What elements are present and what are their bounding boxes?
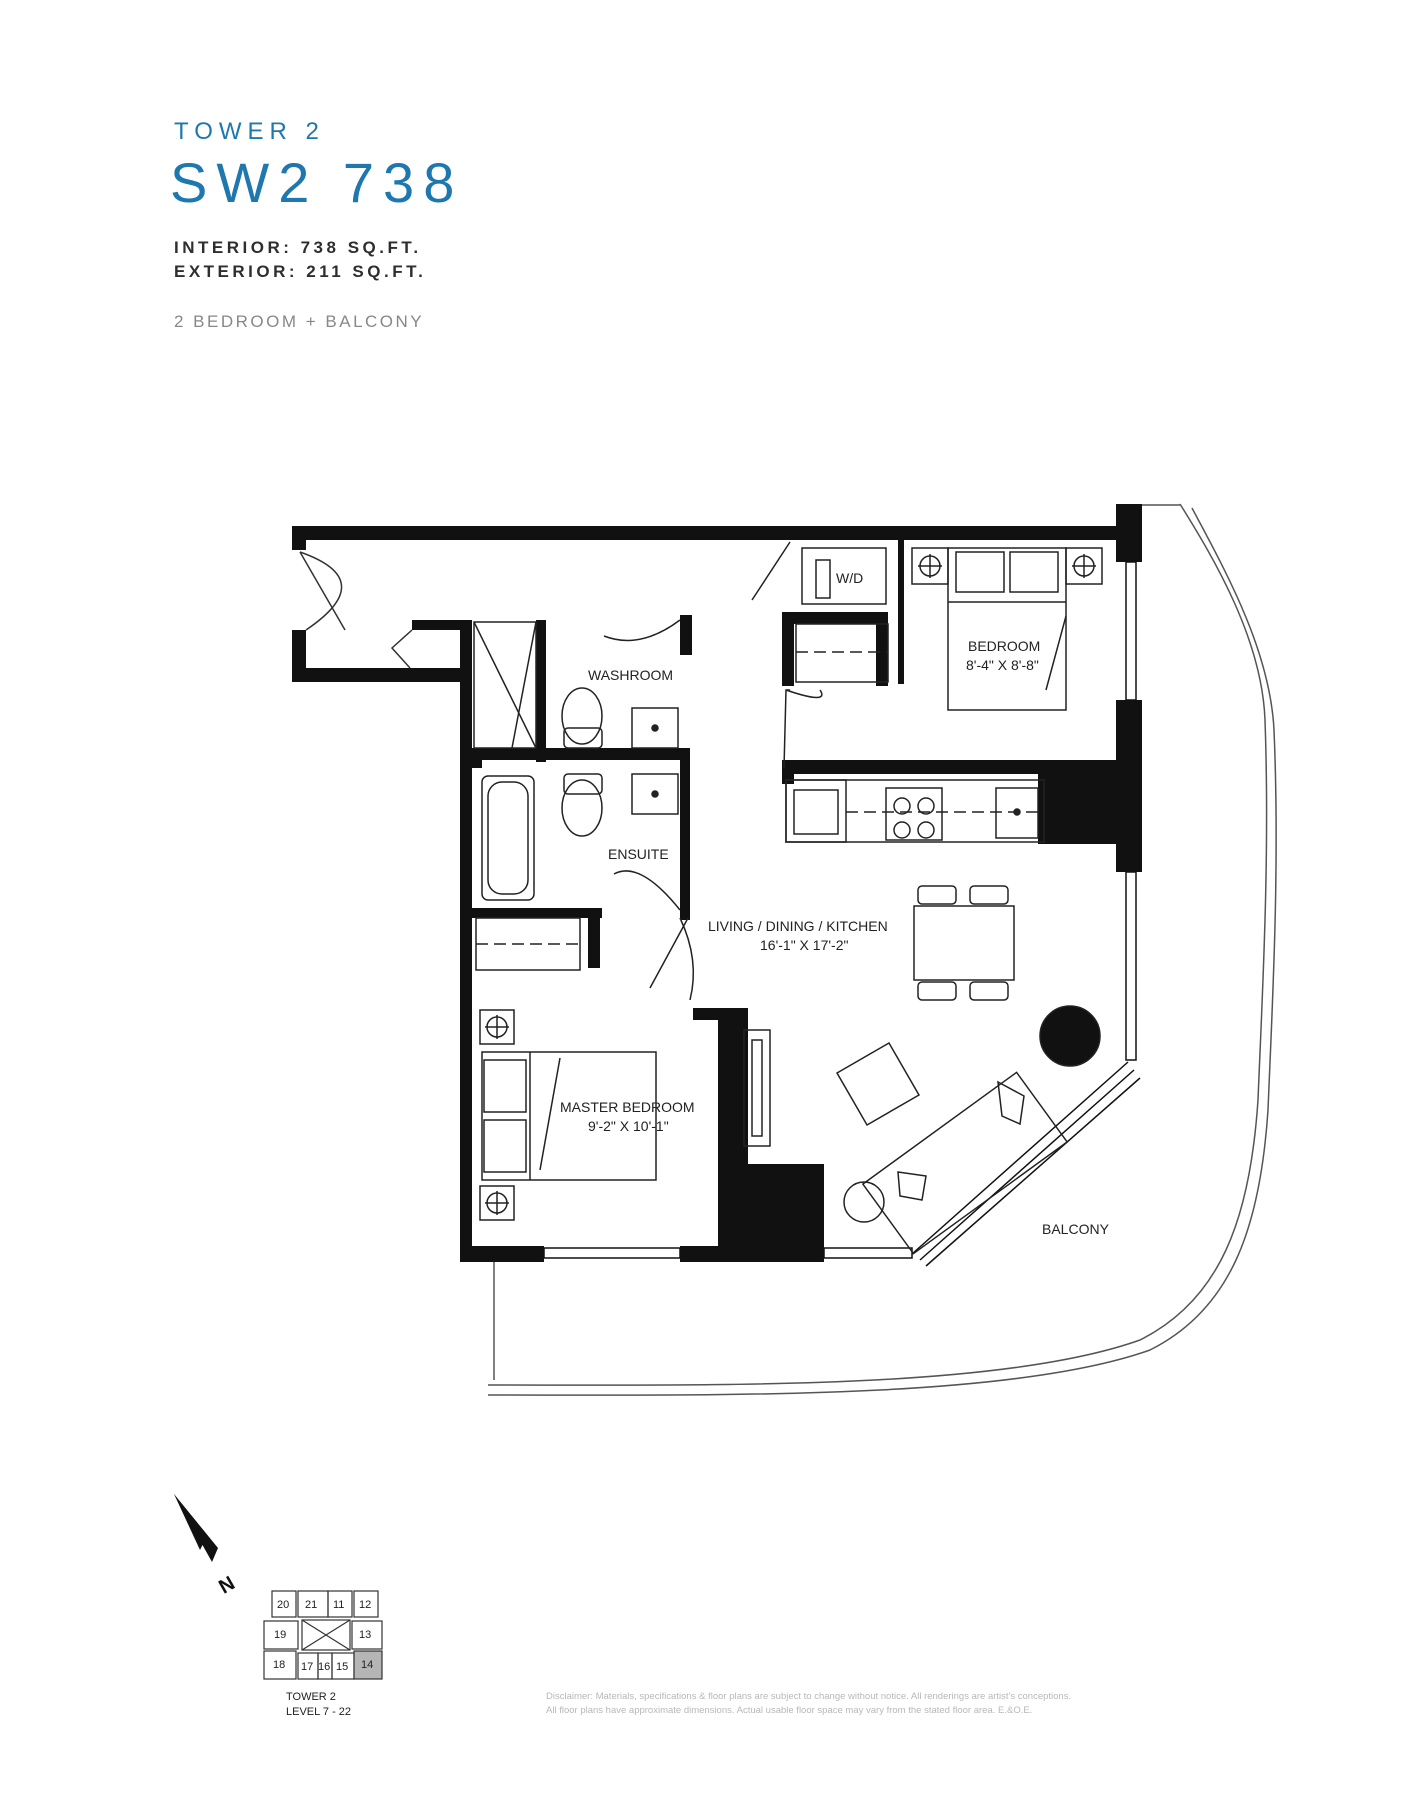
wd-label: W/D [836, 570, 863, 586]
bedroom-dimensions: 8'-4" X 8'-8" [966, 657, 1039, 673]
key-plan-tower: TOWER 2 [286, 1691, 336, 1703]
disclaimer: Disclaimer: Materials, specifications & … [546, 1690, 1286, 1718]
interior-area: INTERIOR: 738 SQ.FT. [174, 238, 422, 257]
key-unit-19: 19 [274, 1629, 286, 1641]
walls [292, 504, 1142, 1262]
dining-table [913, 885, 1015, 1001]
key-plan [263, 1590, 383, 1680]
key-unit-13: 13 [359, 1629, 371, 1641]
bedroom-furniture [911, 547, 1103, 711]
disclaimer-line-2: All floor plans have approximate dimensi… [546, 1705, 1033, 1716]
washroom-label: WASHROOM [588, 667, 673, 683]
key-plan-caption: TOWER 2 LEVEL 7 - 22 [286, 1690, 351, 1720]
key-unit-20: 20 [277, 1599, 289, 1611]
key-unit-21: 21 [305, 1599, 317, 1611]
living-label: LIVING / DINING / KITCHEN [708, 918, 888, 934]
key-plan-labels: 20 21 11 12 19 13 18 17 16 15 14 [273, 1599, 373, 1673]
ensuite-label: ENSUITE [608, 846, 669, 862]
key-unit-17: 17 [301, 1661, 313, 1673]
master-bedroom-dimensions: 9'-2" X 10'-1" [588, 1118, 669, 1134]
master-bedroom-label: MASTER BEDROOM [560, 1099, 695, 1115]
unit-name: SW2 738 [170, 151, 464, 214]
suite-type: 2 BEDROOM + BALCONY [174, 312, 425, 331]
living-dimensions: 16'-1" X 17'-2" [760, 937, 848, 953]
bedroom-label: BEDROOM [968, 638, 1040, 654]
north-letter: N [215, 1572, 239, 1598]
key-unit-16: 16 [318, 1661, 330, 1673]
area-block: INTERIOR: 738 SQ.FT. EXTERIOR: 211 SQ.FT… [174, 236, 426, 284]
key-unit-14: 14 [361, 1659, 373, 1671]
balcony-outline [487, 503, 1277, 1396]
key-unit-12: 12 [359, 1599, 371, 1611]
windows [543, 561, 1141, 1267]
entry-door [299, 551, 413, 669]
living-furniture [743, 1005, 1101, 1255]
key-unit-15: 15 [336, 1661, 348, 1673]
balcony-label: BALCONY [1042, 1221, 1110, 1237]
kitchen-counter [785, 779, 1045, 843]
key-unit-11: 11 [333, 1599, 344, 1611]
laundry-closet [751, 541, 889, 769]
north-arrow-icon [174, 1494, 218, 1562]
tower-title: TOWER 2 [174, 118, 325, 145]
exterior-area: EXTERIOR: 211 SQ.FT. [174, 262, 427, 281]
key-plan-level: LEVEL 7 - 22 [286, 1706, 352, 1718]
disclaimer-line-1: Disclaimer: Materials, specifications & … [546, 1691, 1072, 1702]
master-bedroom-furniture [479, 917, 695, 1221]
ensuite-fixtures [475, 773, 681, 971]
washroom-fixtures [473, 619, 681, 749]
key-unit-18: 18 [273, 1659, 285, 1671]
